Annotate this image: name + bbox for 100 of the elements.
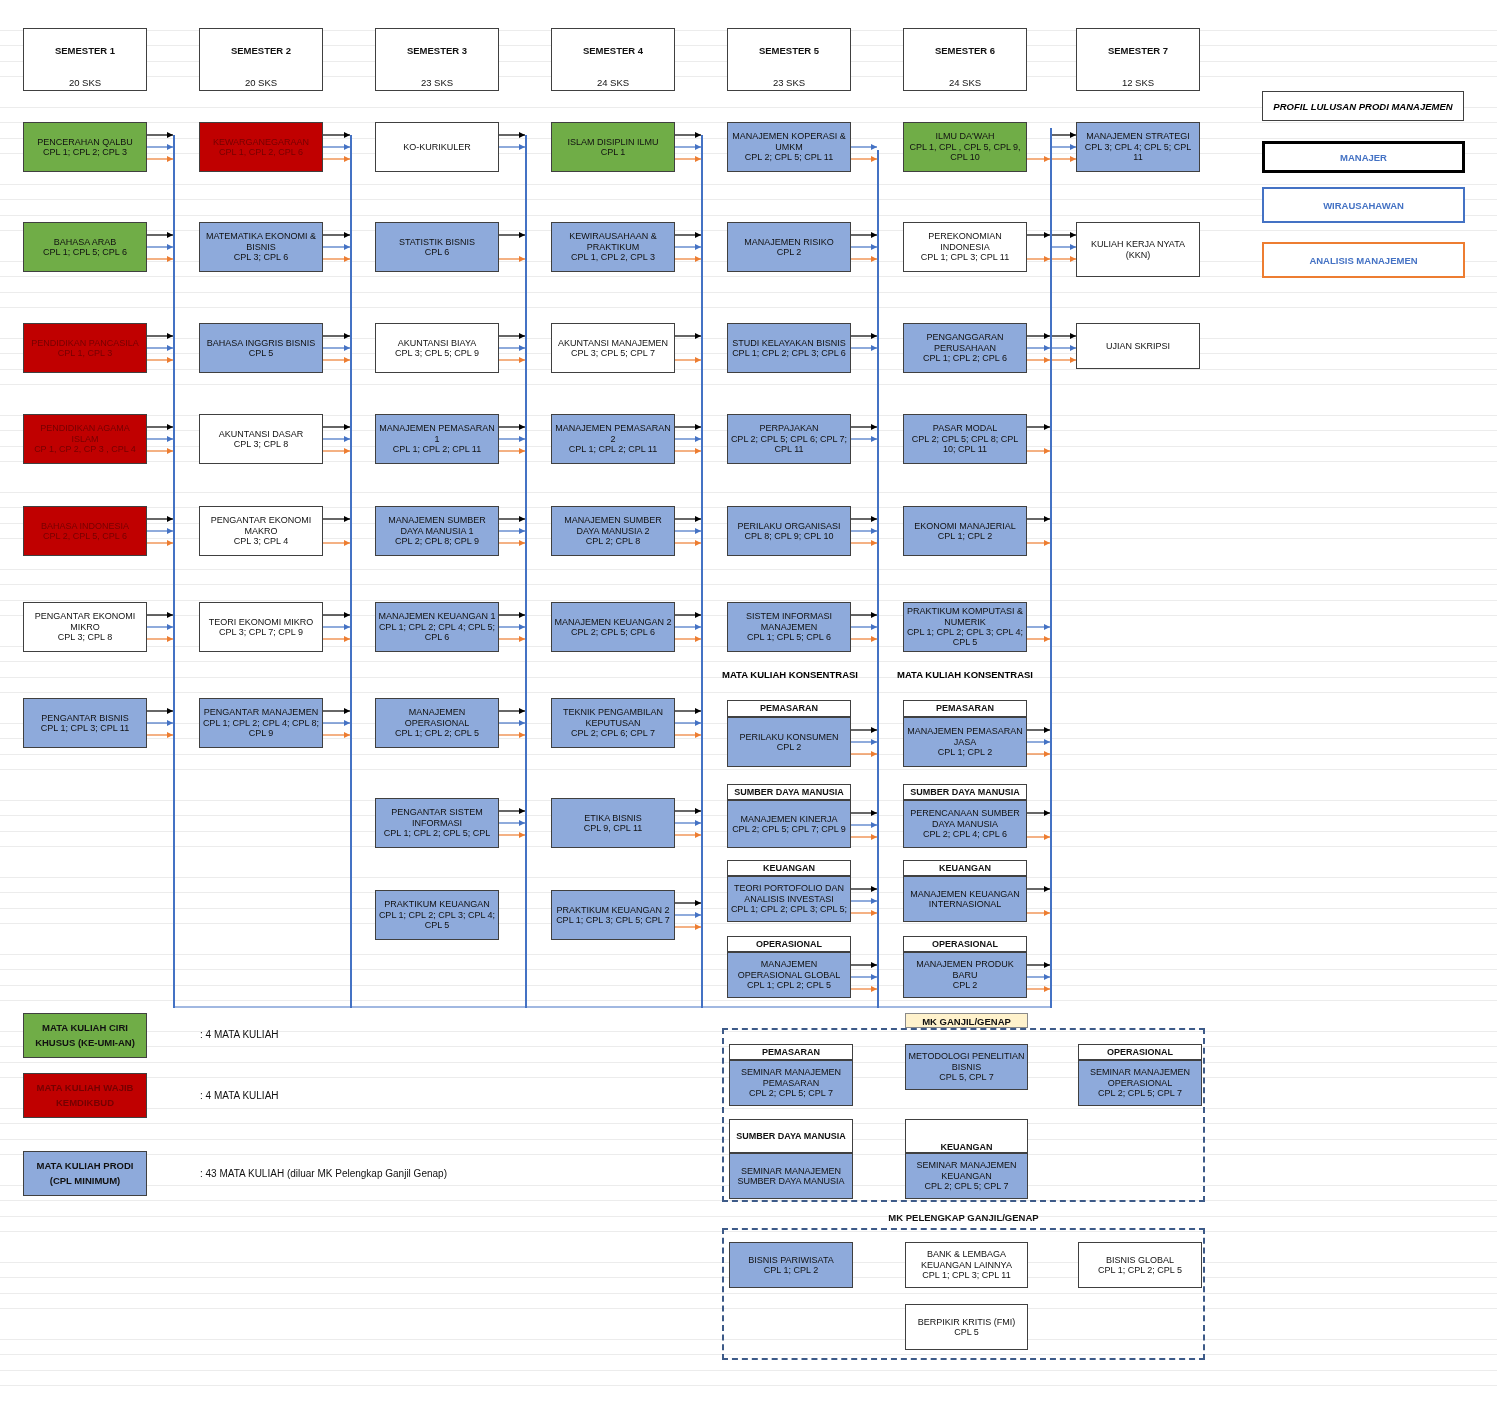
course-title: MANAJEMEN PRODUK BARU — [915, 959, 1015, 981]
arrow — [850, 612, 878, 618]
course-title: MANAJEMEN PEMASARAN 2 — [554, 423, 672, 445]
legend-text: ANALISIS MANAJEMEN — [1309, 254, 1418, 266]
arrow — [850, 516, 878, 522]
connector-line — [702, 1006, 878, 1008]
cpl-list: CPL 5, CPL 7 — [939, 1072, 994, 1083]
course-box — [729, 1153, 853, 1199]
arrow — [498, 256, 526, 262]
arrow — [322, 540, 351, 546]
arrow — [1026, 156, 1051, 162]
course-title: TEORI PORTOFOLIO DAN ANALISIS INVESTASI — [732, 883, 846, 905]
arrow — [146, 436, 174, 442]
arrow — [850, 727, 878, 733]
arrow — [498, 808, 526, 814]
course-box — [23, 698, 147, 748]
bus-line — [877, 150, 879, 1008]
course-box — [727, 800, 851, 848]
arrow — [850, 156, 878, 162]
course-box — [727, 952, 851, 998]
course-title: MANAJEMEN STRATEGI — [1086, 131, 1190, 142]
course-title: KEWARGANEGARAAN — [212, 136, 310, 147]
course-box — [23, 506, 147, 556]
cpl-list: CPL 2; CPL 5; CPL 8; CPL 10; CPL 11 — [906, 433, 1024, 455]
cpl-list: CPL 1, CPL 2, CPL 6 — [218, 147, 303, 158]
concentration-title: KEUANGAN — [939, 862, 991, 874]
cpl-list: CPL 5 — [954, 1327, 979, 1338]
cpl-list: CPL 2; CPL 5; CPL 7 — [1097, 1088, 1182, 1099]
cpl-list: CPL 6 — [424, 247, 450, 258]
course-box — [375, 698, 499, 748]
arrow — [1051, 345, 1077, 351]
arrow — [674, 357, 702, 363]
concentration-header — [727, 860, 851, 876]
connector-line — [351, 1006, 526, 1008]
count-note: : 4 MATA KULIAH — [200, 1029, 280, 1042]
arrow — [322, 720, 351, 726]
arrow — [146, 357, 174, 363]
course-box — [903, 323, 1027, 373]
arrow — [498, 612, 526, 618]
course-box — [375, 323, 499, 373]
arrow — [674, 528, 702, 534]
cpl-list: CPL 1, CPL 3 — [57, 348, 113, 359]
arrow — [674, 232, 702, 238]
arrow — [498, 732, 526, 738]
arrow — [850, 886, 878, 892]
cpl-list: CPL 2; CPL 5; CPL 7; CPL 9 — [732, 824, 846, 835]
course-box — [375, 414, 499, 464]
arrow — [1026, 910, 1051, 916]
bus-line — [701, 135, 703, 1008]
arrow — [322, 436, 351, 442]
course-title: METODOLOGI PENELITIAN BISNIS — [908, 1051, 1025, 1073]
course-box — [199, 222, 323, 272]
semester-header — [1076, 28, 1200, 91]
course-title: SEMINAR MANAJEMEN SUMBER DAYA MANUSIA — [736, 1165, 846, 1187]
course-title: SEMINAR MANAJEMEN PEMASARAN — [740, 1067, 842, 1089]
cpl-list: CPL 2; CPL 8; CPL 9 — [394, 536, 479, 547]
legend-text: MANAJER — [1340, 151, 1387, 163]
course-title: PERPAJAKAN — [759, 423, 819, 434]
arrow — [322, 612, 351, 618]
semester-header — [727, 28, 851, 91]
course-title: PENGANTAR EKONOMI MIKRO — [33, 611, 137, 633]
cpl-list: CPL 1; CPL 3; CPL 11 — [922, 1270, 1011, 1281]
course-box — [551, 222, 675, 272]
concentration-header — [727, 784, 851, 800]
arrow — [1026, 232, 1051, 238]
arrow — [1026, 986, 1051, 992]
arrow — [674, 516, 702, 522]
arrow — [850, 986, 878, 992]
arrow — [674, 720, 702, 726]
cpl-list: CPL 1; CPL 2; CPL 4; CPL 5; CPL 6 — [378, 621, 496, 643]
concentration-header — [729, 1044, 853, 1060]
cpl-list: CPL 1; CPL 2; CPL 4; CPL 8; CPL 9 — [202, 717, 320, 739]
concentration-title: KEUANGAN — [940, 1141, 993, 1152]
cpl-list: CPL 3; CPL 4; CPL 5; CPL 11 — [1079, 141, 1197, 163]
cpl-list: CPL 2, CPL 5, CPL 6 — [42, 531, 127, 542]
cpl-list: CPL 5 — [248, 348, 274, 359]
course-box — [375, 798, 499, 848]
course-box — [551, 890, 675, 940]
arrow — [146, 528, 174, 534]
arrow — [1051, 156, 1077, 162]
arrow — [674, 424, 702, 430]
course-title: PENDIDIKAN PANCASILA — [31, 337, 139, 348]
arrow — [850, 540, 878, 546]
course-title: PENDIDIKAN AGAMA ISLAM — [39, 423, 131, 445]
arrow — [322, 708, 351, 714]
arrow — [850, 144, 878, 150]
course-title: MANAJEMEN OPERASIONAL GLOBAL — [736, 959, 842, 981]
legend-title: PROFIL LULUSAN PRODI MANAJEMEN — [1262, 91, 1464, 121]
arrow — [1051, 333, 1077, 339]
course-box — [905, 1242, 1028, 1288]
semester-title: SEMESTER 3 — [406, 46, 468, 57]
course-title: AKUNTANSI DASAR — [218, 428, 304, 439]
course-title: PENGANTAR EKONOMI MAKRO — [209, 515, 313, 537]
course-box — [727, 876, 851, 922]
arrow — [498, 624, 526, 630]
bus-line — [1050, 128, 1052, 1008]
course-box — [199, 323, 323, 373]
course-box — [551, 414, 675, 464]
course-title: BAHASA ARAB — [53, 236, 117, 247]
arrow — [674, 636, 702, 642]
